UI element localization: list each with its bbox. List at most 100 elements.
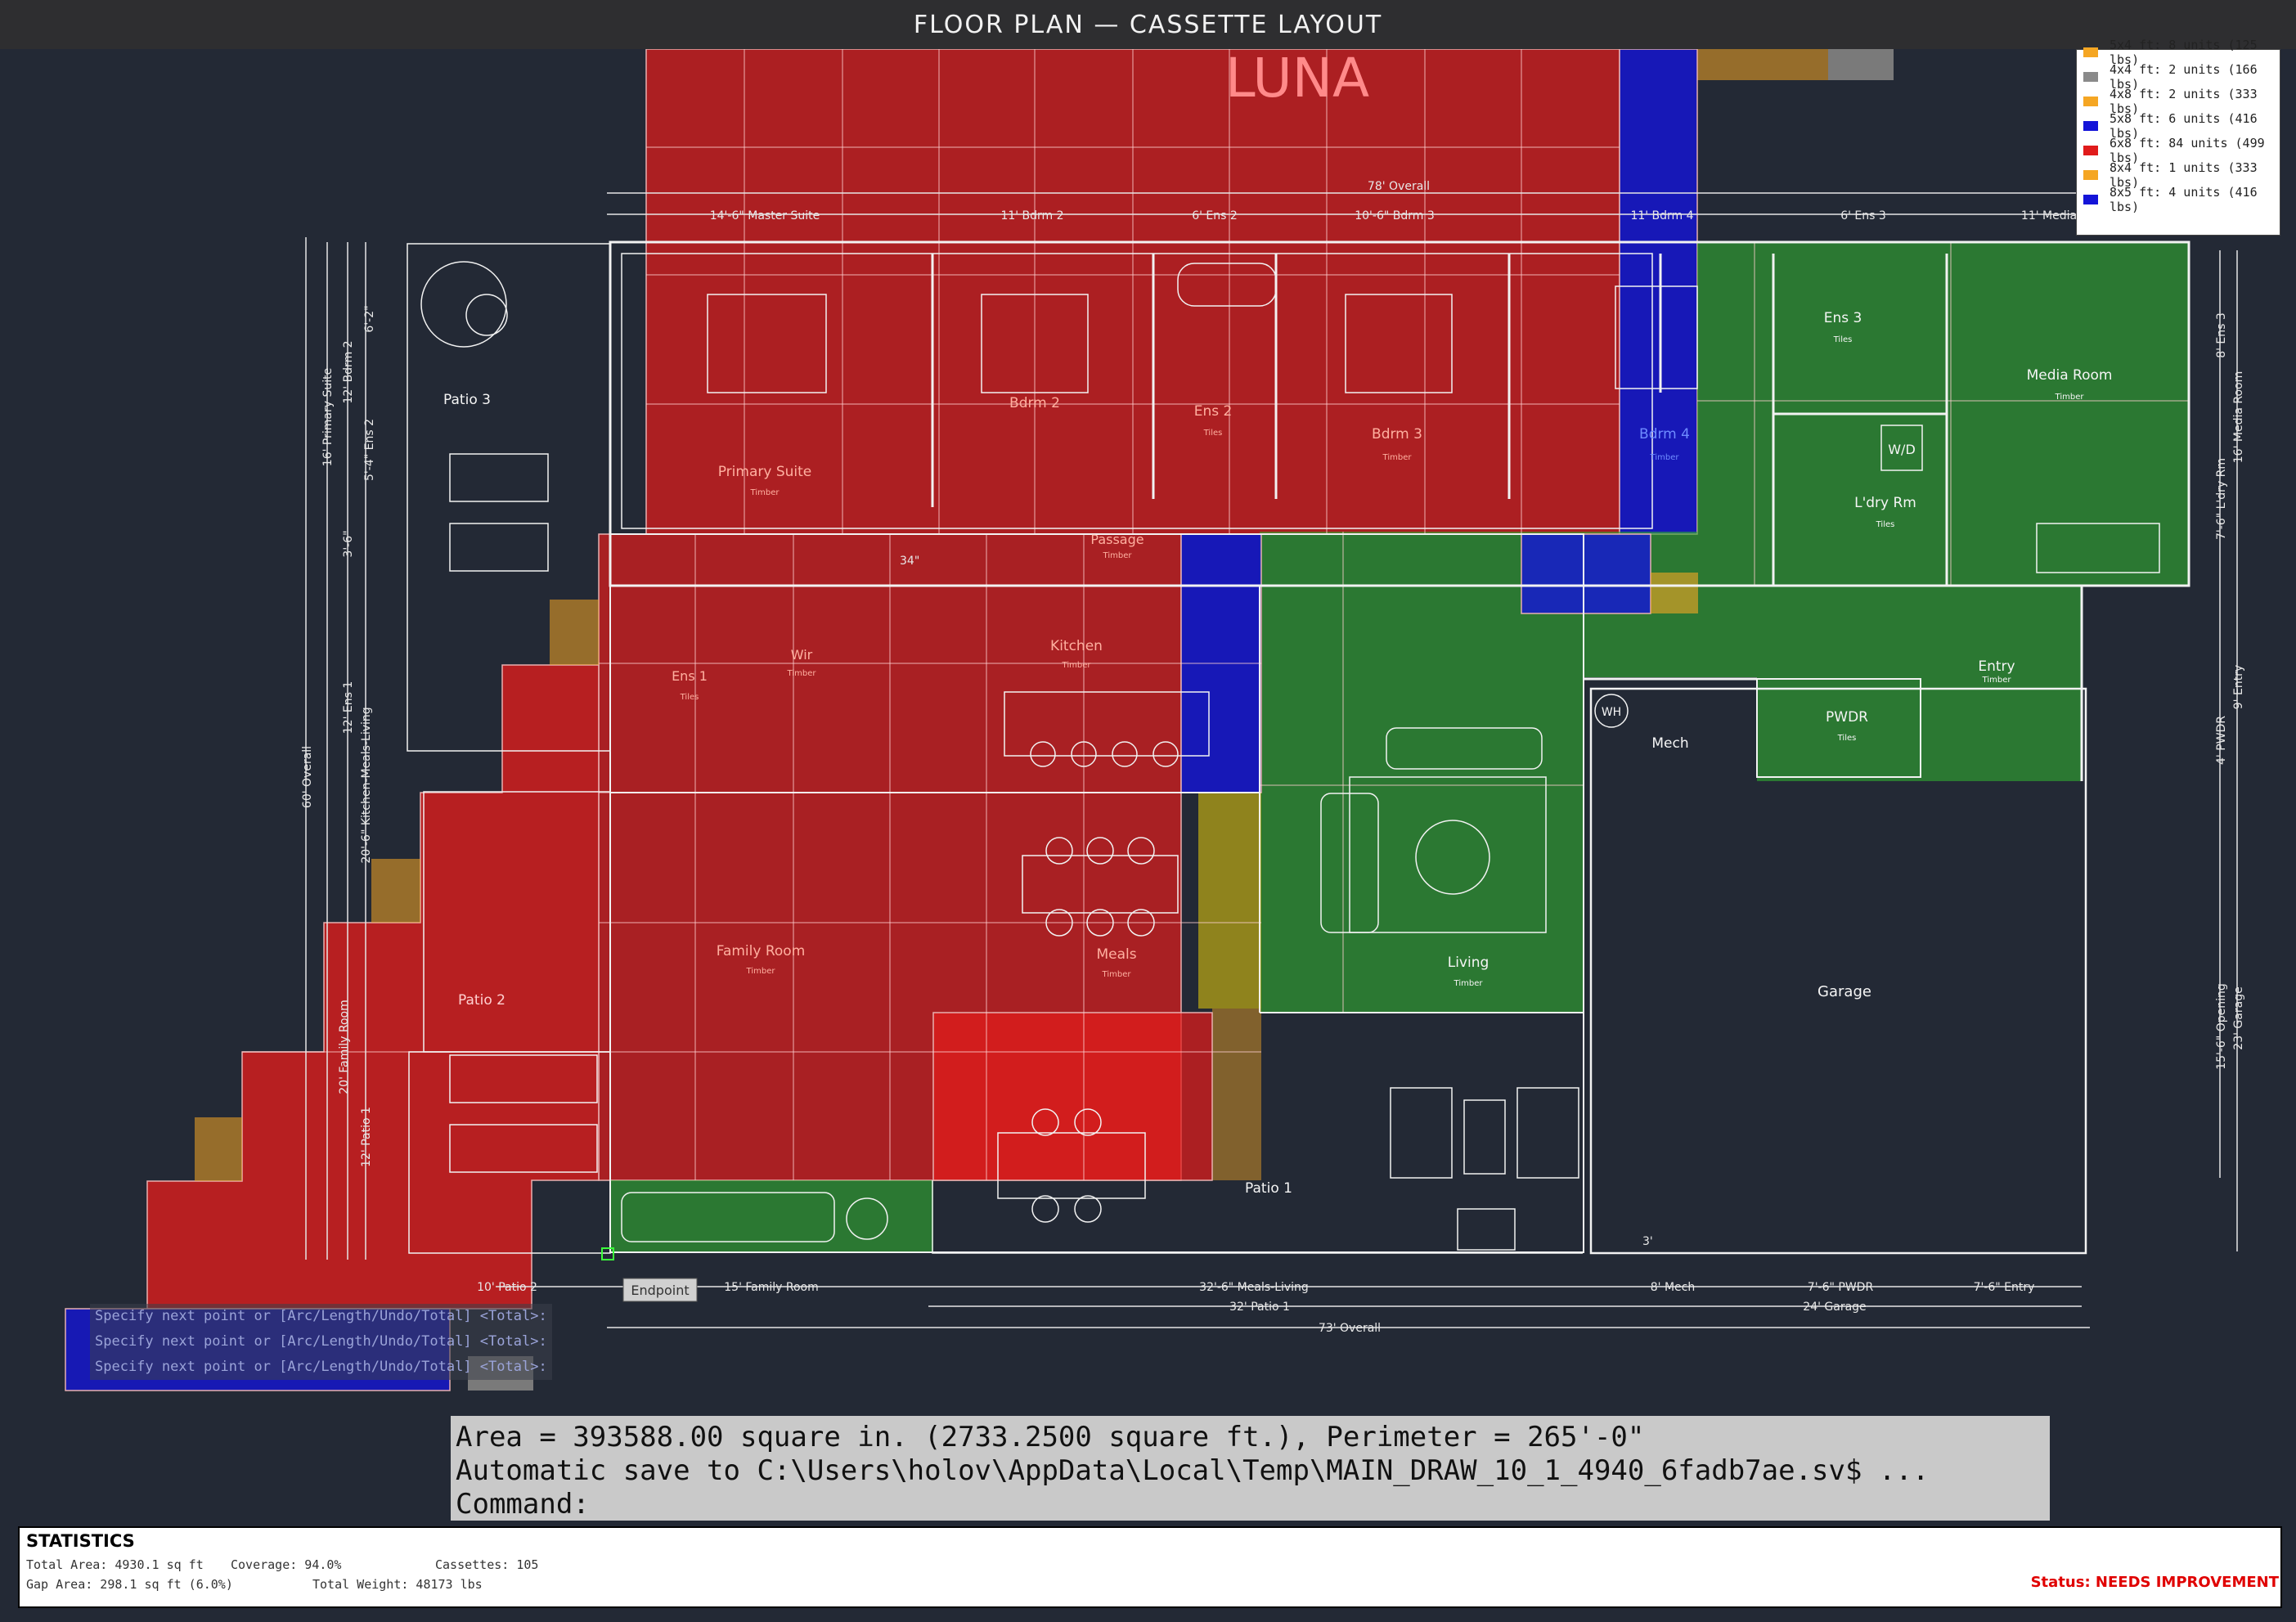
project-label: LUNA: [1225, 49, 1369, 110]
cassette-gold: [1697, 49, 1828, 80]
room-entry: Entry: [1978, 658, 2015, 675]
dim-right-outer-2: 23' Garage: [2232, 986, 2245, 1049]
svg-text:Tiles: Tiles: [680, 693, 699, 702]
dimension-layer: [305, 192, 2238, 1328]
legend-label: 6x8 ft: 84 units (499 lbs): [2110, 136, 2265, 165]
title-bar: FLOOR PLAN — CASSETTE LAYOUT: [0, 0, 2296, 49]
cassette-blue-small: [1521, 533, 1651, 614]
svg-text:Timber: Timber: [1103, 551, 1133, 560]
dim-bottom2-0: 32' Patio 1: [1229, 1301, 1290, 1314]
wall-bedroom-inner: [621, 253, 1653, 529]
command-prompt[interactable]: Command:: [456, 1488, 590, 1521]
endpoint-tooltip: [622, 1278, 698, 1302]
svg-text:Timber: Timber: [1102, 970, 1132, 979]
room-patio1: Patio 1: [1245, 1180, 1292, 1197]
dim-left-outer: 60' Overall: [301, 746, 314, 808]
legend-swatch: [2083, 97, 2098, 106]
legend-item: 8x4 ft: 1 units (333 lbs): [2083, 160, 2280, 190]
status-badge: Status: NEEDS IMPROVEMENT: [2030, 1574, 2279, 1591]
room-garage: Garage: [1817, 983, 1871, 1000]
dim-bottom-1: 15' Family Room: [724, 1281, 818, 1294]
dim-top-6: 11' Media: [2021, 209, 2077, 222]
command-history-line: Specify next point or [Arc/Length/Undo/T…: [90, 1329, 552, 1355]
legend-swatch: [2083, 121, 2098, 131]
cassette-olive: [1198, 793, 1261, 1009]
room-bdrm4: Bdrm 4: [1639, 426, 1690, 443]
wall-layer: [407, 240, 2190, 1255]
svg-text:Timber: Timber: [750, 488, 780, 497]
dim-right-outer-1: 9' Entry: [2232, 665, 2245, 709]
dim-top-0: 14'-6" Master Suite: [710, 209, 820, 222]
statistics-panel: STATISTICS Total Area: 4930.1 sq ft Cove…: [18, 1526, 2282, 1608]
dim-bottom-4: 7'-6" PWDR: [1808, 1281, 1874, 1294]
legend-item: 4x4 ft: 2 units (166 lbs): [2083, 62, 2280, 92]
stat-gap-area: Gap Area: 298.1 sq ft (6.0%): [26, 1577, 233, 1592]
room-living: Living: [1448, 955, 1489, 971]
legend-swatch: [2083, 146, 2098, 155]
dim-small-34: 34": [900, 555, 919, 568]
window-title: FLOOR PLAN — CASSETTE LAYOUT: [913, 10, 1383, 39]
cassette-gold-west2: [371, 859, 420, 923]
room-patio2: Patio 2: [458, 992, 505, 1009]
legend-swatch: [2083, 195, 2098, 204]
legend-swatch: [2083, 47, 2098, 57]
legend-label: 4x4 ft: 2 units (166 lbs): [2110, 62, 2258, 92]
command-output-autosave: Automatic save to C:\Users\holov\AppData…: [456, 1454, 1930, 1487]
dim-left-mid-3: 20'-6" Kitchen-Meals-Living: [360, 707, 373, 863]
legend-item: 5x4 ft: 8 units (125 lbs): [2083, 38, 2280, 67]
cassette-blue-column: [1619, 49, 1698, 535]
stat-total-weight: Total Weight: 48173 lbs: [312, 1577, 483, 1592]
cassette-gray: [1828, 49, 1894, 80]
legend-label: 8x5 ft: 4 units (416 lbs): [2110, 185, 2258, 214]
dim-small-3ft: 3': [1642, 1235, 1653, 1248]
room-ens3: Ens 3: [1824, 310, 1862, 326]
legend-item: 6x8 ft: 84 units (499 lbs): [2083, 136, 2280, 165]
patio3-outline: [407, 243, 611, 752]
dim-top-3: 10'-6" Bdrm 3: [1355, 209, 1435, 222]
dim-bottom-3: 8' Mech: [1651, 1281, 1695, 1294]
svg-text:Timber: Timber: [1454, 979, 1484, 988]
svg-text:Tiles: Tiles: [1203, 429, 1223, 438]
wall-garage: [1589, 687, 2087, 1255]
dim-right-outer-0: 16' Media Room: [2232, 371, 2245, 463]
fixture-wh: WH: [1602, 706, 1621, 719]
cassette-layer: [65, 49, 2189, 1391]
cassette-staircase-west: [146, 664, 600, 1310]
room-family: Family Room: [717, 943, 806, 959]
endpoint-tooltip-text: Endpoint: [631, 1283, 689, 1298]
dim-bottom2-1: 24' Garage: [1803, 1301, 1866, 1314]
command-history: Specify next point or [Arc/Length/Undo/T…: [90, 1304, 552, 1380]
dim-right-inner-2: 4' PWDR: [2215, 716, 2228, 765]
legend-item: 8x5 ft: 4 units (416 lbs): [2083, 185, 2280, 214]
wh-fixture: [1594, 694, 1629, 728]
dim-right-inner-0: 8' Ens 3: [2215, 312, 2228, 358]
dim-left-inner-0: 6'-2": [363, 305, 376, 332]
legend-label: 8x4 ft: 1 units (333 lbs): [2110, 160, 2258, 190]
dim-left-mid-1: 3'-6": [342, 530, 355, 557]
dim-left-inner-1: 12' Bdrm 2: [342, 340, 355, 403]
room-media: Media Room: [2027, 367, 2113, 384]
legend-swatch: [2083, 170, 2098, 180]
svg-text:Tiles: Tiles: [1837, 734, 1857, 743]
room-meals: Meals: [1096, 946, 1136, 963]
legend-label: 4x8 ft: 2 units (333 lbs): [2110, 87, 2258, 116]
command-output-area: Area = 393588.00 square in. (2733.2500 s…: [456, 1421, 1645, 1454]
svg-text:Timber: Timber: [1062, 661, 1092, 670]
room-label-layer: LUNA Primary Suite Timber Bdrm 2 Ens 2 T…: [443, 49, 2112, 1197]
dim-right-inner-3: 15'-6" Opening: [2215, 983, 2228, 1070]
legend-swatch: [2083, 72, 2098, 82]
cassette-gold-west1: [550, 600, 599, 665]
stat-cassettes: Cassettes: 105: [435, 1557, 539, 1572]
wd-fixture: [1880, 425, 1923, 471]
room-patio3: Patio 3: [443, 392, 491, 408]
snap-marker: [601, 1247, 614, 1260]
dim-left-inner-3: 12' Patio 1: [360, 1107, 373, 1167]
snap-indicator: Endpoint: [601, 1247, 698, 1302]
command-window[interactable]: Area = 393588.00 square in. (2733.2500 s…: [451, 1416, 2050, 1521]
svg-text:Timber: Timber: [787, 669, 817, 678]
legend-item: 4x8 ft: 2 units (333 lbs): [2083, 87, 2280, 116]
room-bdrm2: Bdrm 2: [1009, 395, 1060, 411]
patio-bottom-outline: [408, 1051, 611, 1254]
floor-plan-canvas[interactable]: 78' Overall 14'-6" Master Suite 11' Bdrm…: [0, 49, 2296, 1507]
room-kitchen: Kitchen: [1050, 638, 1103, 654]
